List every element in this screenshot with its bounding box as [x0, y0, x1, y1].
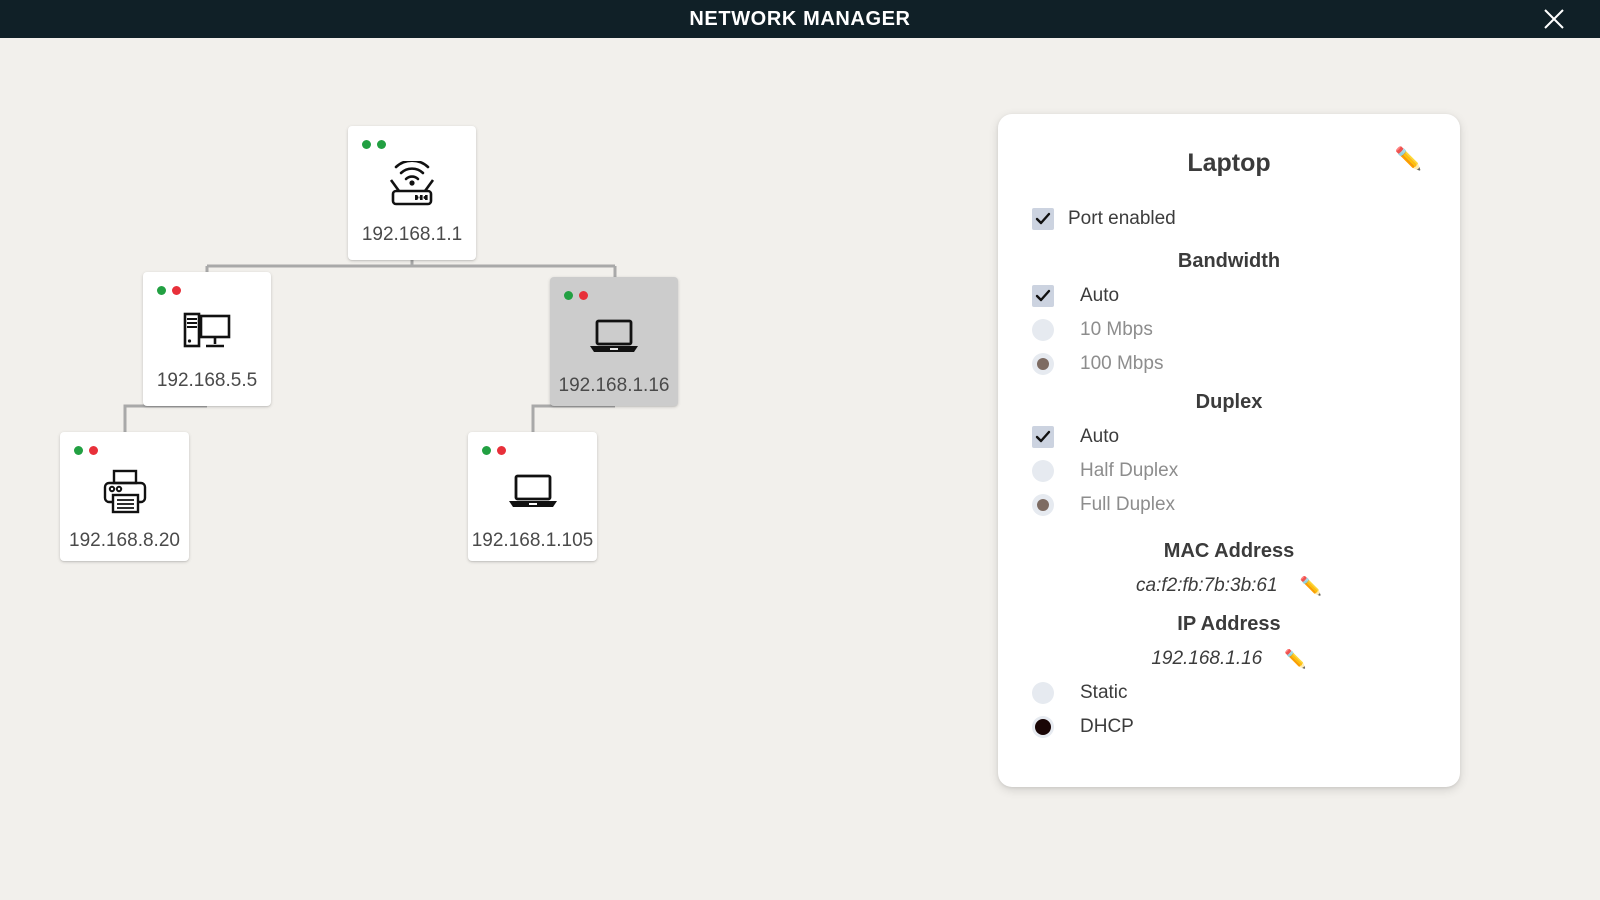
status-dot-red [172, 286, 181, 295]
ip-address-row: 192.168.1.16 ✏️ [1032, 642, 1426, 676]
ip-mode-static-label: Static [1080, 682, 1128, 703]
status-dot-green [564, 291, 573, 300]
ip-mode-dhcp-row[interactable]: DHCP [1032, 710, 1426, 744]
ip-address-value: 192.168.1.16 [1151, 648, 1263, 669]
topology-canvas: 192.168.1.1 192.168.5.5 [0, 38, 1600, 900]
device-node-label: 192.168.1.105 [471, 530, 594, 551]
status-dot-green [362, 140, 371, 149]
device-node-label: 192.168.5.5 [156, 370, 258, 391]
duplex-half-label: Half Duplex [1080, 460, 1179, 481]
ip-mode-static-row[interactable]: Static [1032, 676, 1426, 710]
device-node-label: 192.168.1.1 [361, 224, 463, 245]
mac-address-heading: MAC Address [1163, 540, 1295, 562]
status-dot-red [89, 446, 98, 455]
duplex-full-label: Full Duplex [1080, 494, 1176, 515]
status-dot-red [497, 446, 506, 455]
bandwidth-100mbps-radio[interactable] [1032, 353, 1054, 375]
status-dots [362, 140, 386, 149]
bandwidth-10mbps-radio[interactable] [1032, 319, 1054, 341]
device-node-router[interactable]: 192.168.1.1 [348, 126, 476, 260]
ip-mode-dhcp-radio[interactable] [1032, 716, 1054, 738]
close-button[interactable] [1528, 0, 1580, 38]
ip-address-heading: IP Address [1177, 613, 1281, 635]
status-dot-green [157, 286, 166, 295]
port-enabled-checkbox[interactable] [1032, 208, 1054, 230]
window-title: NETWORK MANAGER [689, 7, 911, 30]
status-dots [74, 446, 98, 455]
mac-address-row: ca:f2:fb:7b:3b:61 ✏️ [1032, 569, 1426, 603]
status-dot-green [482, 446, 491, 455]
close-icon [1541, 6, 1567, 32]
device-node-label: 192.168.8.20 [69, 530, 180, 551]
status-dots [157, 286, 181, 295]
device-node-label: 192.168.1.16 [558, 375, 670, 396]
laptop-icon [550, 301, 678, 373]
bandwidth-auto-label: Auto [1080, 285, 1120, 306]
pencil-icon[interactable]: ✏️ [1284, 649, 1307, 669]
status-dot-red [579, 291, 588, 300]
pencil-icon[interactable]: ✏️ [1299, 576, 1322, 596]
port-enabled-row[interactable]: Port enabled [1032, 202, 1426, 236]
duplex-full-radio[interactable] [1032, 494, 1054, 516]
window-titlebar: NETWORK MANAGER [0, 0, 1600, 38]
desktop-computer-icon [143, 296, 271, 368]
ip-mode-static-radio[interactable] [1032, 682, 1054, 704]
duplex-half-radio[interactable] [1032, 460, 1054, 482]
device-node-desktop[interactable]: 192.168.5.5 [143, 272, 271, 406]
status-dots [564, 291, 588, 300]
laptop-icon [468, 456, 597, 528]
device-node-printer[interactable]: 192.168.8.20 [60, 432, 189, 561]
duplex-auto-checkbox[interactable] [1032, 426, 1054, 448]
duplex-auto-row[interactable]: Auto [1032, 420, 1426, 454]
mac-address-value: ca:f2:fb:7b:3b:61 [1136, 575, 1278, 596]
status-dots [482, 446, 506, 455]
panel-header: Laptop ✏️ [1032, 142, 1426, 184]
bandwidth-100mbps-row[interactable]: 100 Mbps [1032, 347, 1426, 381]
duplex-heading: Duplex [1195, 391, 1263, 413]
bandwidth-auto-row[interactable]: Auto [1032, 279, 1426, 313]
bandwidth-10mbps-row[interactable]: 10 Mbps [1032, 313, 1426, 347]
device-node-laptop-selected[interactable]: 192.168.1.16 [550, 277, 678, 406]
bandwidth-heading: Bandwidth [1177, 250, 1281, 272]
status-dot-green [74, 446, 83, 455]
tree-edges [123, 260, 617, 432]
duplex-auto-label: Auto [1080, 426, 1120, 447]
bandwidth-auto-checkbox[interactable] [1032, 285, 1054, 307]
page-title: Laptop [1187, 148, 1271, 177]
printer-icon [60, 456, 189, 528]
port-enabled-label: Port enabled [1068, 208, 1176, 229]
duplex-full-row[interactable]: Full Duplex [1032, 488, 1426, 522]
device-detail-panel: Laptop ✏️ Port enabled Bandwidth Auto 10… [998, 114, 1460, 787]
wifi-router-icon [348, 150, 476, 222]
bandwidth-100mbps-label: 100 Mbps [1080, 353, 1164, 374]
bandwidth-10mbps-label: 10 Mbps [1080, 319, 1153, 340]
duplex-half-row[interactable]: Half Duplex [1032, 454, 1426, 488]
pencil-icon[interactable]: ✏️ [1394, 146, 1422, 171]
device-node-laptop-2[interactable]: 192.168.1.105 [468, 432, 597, 561]
status-dot-green [377, 140, 386, 149]
ip-mode-dhcp-label: DHCP [1080, 716, 1134, 737]
